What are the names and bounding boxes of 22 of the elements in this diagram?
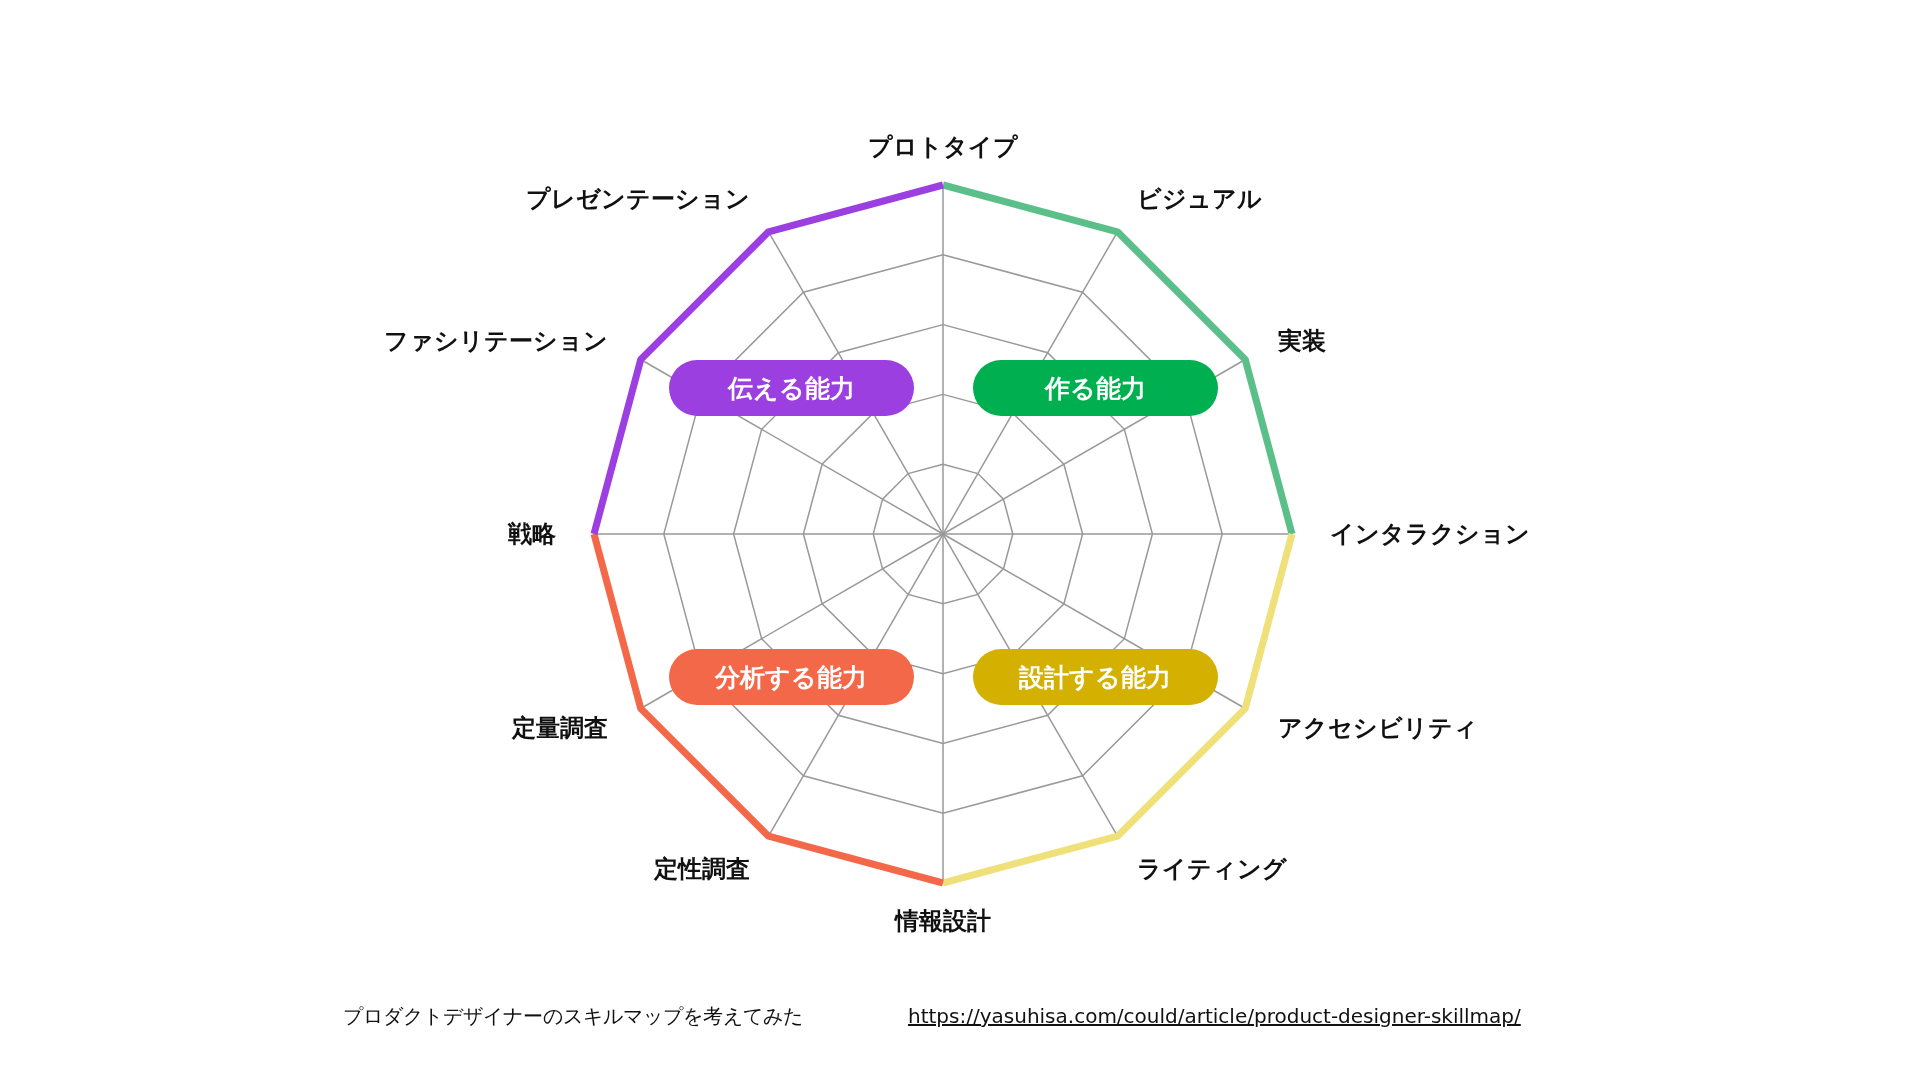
axis-label: プロトタイプ — [868, 132, 1018, 162]
category-pill — [668, 360, 914, 416]
axis-label: 情報設計 — [895, 906, 991, 936]
category-label: 分析する能力 — [715, 661, 867, 694]
category-pill — [668, 649, 914, 705]
axis-label: プレゼンテーション — [525, 184, 750, 214]
category-label: 設計する能力 — [1019, 661, 1171, 694]
axis-label: ファシリテーション — [383, 326, 608, 355]
category-pill — [972, 649, 1218, 705]
axis-label: インタラクション — [1330, 519, 1530, 549]
axis-label: 定量調査 — [511, 713, 608, 742]
axis-label: 実装 — [1278, 326, 1327, 355]
axis-label: ビジュアル — [1136, 184, 1262, 214]
axis-label: アクセシビリティ — [1278, 713, 1479, 742]
category-pill — [972, 360, 1218, 416]
caption: プロダクトデザイナーのスキルマップを考えてみた — [343, 1003, 803, 1029]
source-link: https://yasuhisa.com/could/article/product-designer-skillmap/ — [908, 1003, 1521, 1029]
axis-label: 定性調査 — [653, 854, 750, 884]
category-label: 伝える能力 — [727, 372, 855, 405]
axis-label: 戦略 — [508, 519, 556, 549]
category-label: 作る能力 — [1044, 372, 1146, 405]
axis-label: ライティング — [1136, 854, 1287, 884]
